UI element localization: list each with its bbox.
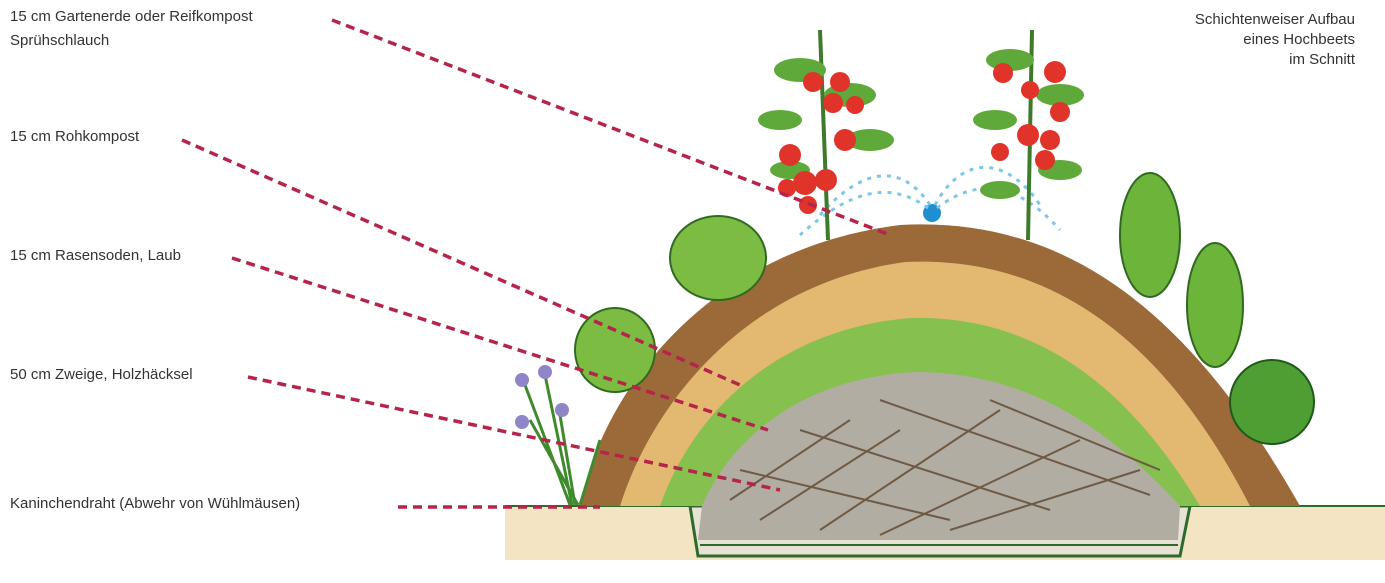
romaine-2 xyxy=(1187,243,1243,367)
tomato-plant-right xyxy=(973,30,1084,240)
label-wire: Kaninchendraht (Abwehr von Wühlmäusen) xyxy=(10,494,300,514)
cabbage xyxy=(1230,360,1314,444)
title-line-1: Schichtenweiser Aufbau xyxy=(1195,10,1355,30)
label-turf: 15 cm Rasensoden, Laub xyxy=(10,246,181,266)
label-raw-compost: 15 cm Rohkompost xyxy=(10,127,139,147)
lettuce-head-1 xyxy=(670,216,766,300)
title-line-3: im Schnitt xyxy=(1195,50,1355,70)
diagram-title: Schichtenweiser Aufbau eines Hochbeets i… xyxy=(1195,10,1355,70)
label-branches: 50 cm Zweige, Holzhäcksel xyxy=(10,365,193,385)
leader-raw-compost xyxy=(182,140,740,385)
label-top-soil: 15 cm Gartenerde oder Reifkompost xyxy=(10,7,253,27)
lettuce-head-2 xyxy=(575,308,655,392)
title-line-2: eines Hochbeets xyxy=(1195,30,1355,50)
romaine-1 xyxy=(1120,173,1180,297)
label-sprayer: Sprühschlauch xyxy=(10,31,109,51)
